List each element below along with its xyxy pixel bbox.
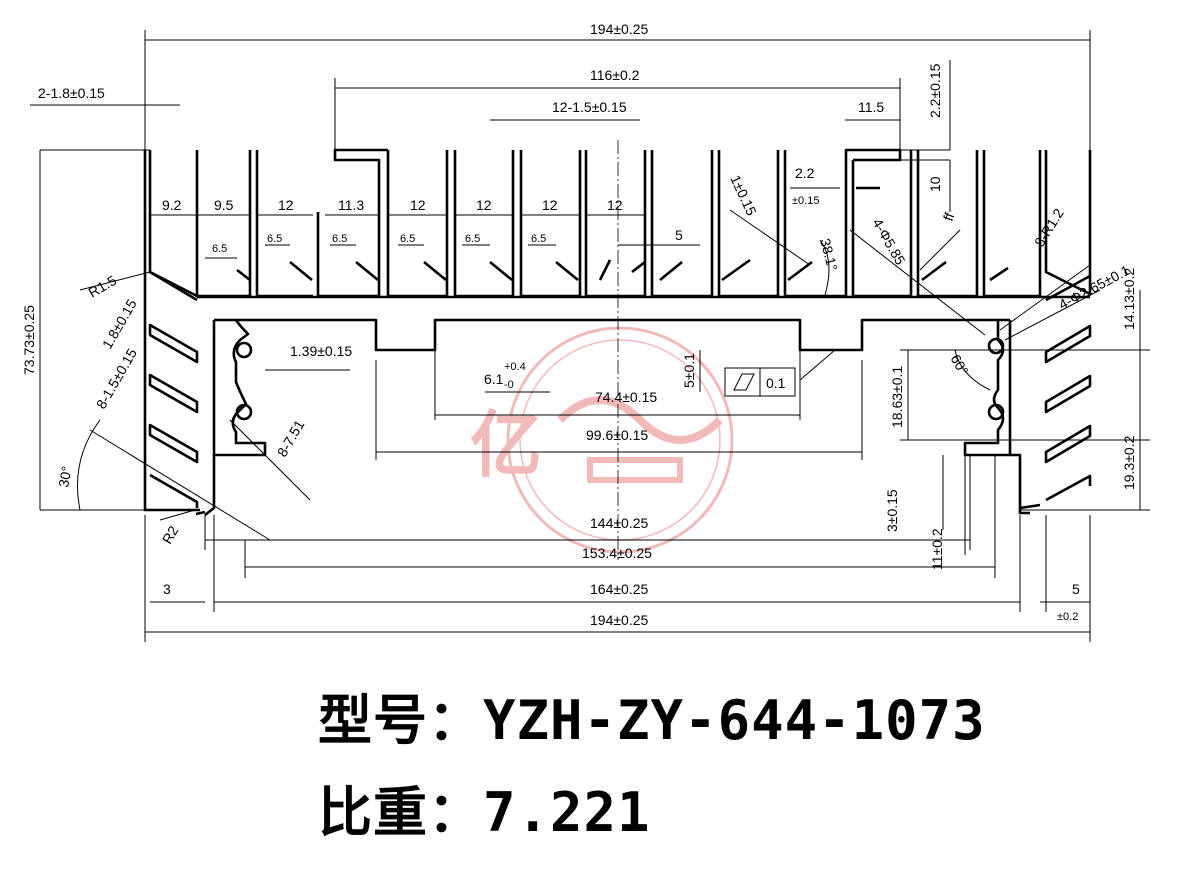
watermark-logo: 亿 bbox=[470, 326, 734, 554]
dim-9-5: 9.5 bbox=[214, 197, 234, 213]
flatness-symbol bbox=[724, 367, 796, 397]
dim-11-5: 11.5 bbox=[858, 99, 884, 115]
dim-5: 5 bbox=[675, 227, 683, 243]
dim-144: 144±0.25 bbox=[590, 515, 649, 531]
dim-153-4: 153.4±0.25 bbox=[582, 545, 652, 561]
dim-6-1: 6.1 bbox=[484, 371, 504, 387]
dim-6-5-a: 6.5 bbox=[212, 243, 227, 255]
dim-6-5-f: 6.5 bbox=[531, 233, 546, 245]
dim-1-8: 1.8±0.15 bbox=[99, 296, 140, 351]
dim-99-6: 99.6±0.15 bbox=[586, 427, 648, 443]
dim-12-a: 12 bbox=[278, 197, 294, 213]
specific-weight: 比重：7.221 bbox=[318, 781, 651, 844]
dim-116: 116±0.2 bbox=[590, 67, 640, 83]
watermark-text: 亿 bbox=[470, 406, 542, 486]
dim-73-73: 73.73±0.25 bbox=[21, 305, 37, 375]
dim-overall-bottom: 194±0.25 bbox=[590, 612, 649, 628]
dim-6-1-minus: -0 bbox=[504, 379, 514, 391]
dim-12-d: 12 bbox=[542, 197, 558, 213]
dim-9-2: 9.2 bbox=[162, 197, 182, 213]
dim-8-7-51: 8-7.51 bbox=[274, 417, 308, 460]
dim-overall-top: 194±0.25 bbox=[590, 21, 649, 37]
dim-6-1-plus: +0.4 bbox=[504, 361, 526, 373]
dim-38-1: 38.1° bbox=[817, 237, 841, 273]
dim-6-5-d: 6.5 bbox=[400, 233, 415, 245]
dim-r1-2: 8-R1.2 bbox=[1031, 205, 1067, 249]
dim-30: 30° bbox=[55, 465, 74, 489]
dim-2-2: 2.2 bbox=[795, 165, 815, 181]
dim-18-63: 18.63±0.1 bbox=[889, 366, 905, 428]
dim-1-39: 1.39±0.15 bbox=[290, 343, 352, 359]
flatness-tolerance: 0.1 bbox=[766, 375, 786, 391]
dim-12-e: 12 bbox=[607, 197, 623, 213]
dim-8-fins: 8-1.5±0.15 bbox=[93, 345, 140, 411]
dim-ff: ff bbox=[940, 210, 958, 223]
dim-19-3: 19.3±0.2 bbox=[1121, 435, 1137, 490]
dim-6-5-e: 6.5 bbox=[465, 233, 480, 245]
dim-6-5-c: 6.5 bbox=[332, 233, 347, 245]
dim-2-fins: 2-1.8±0.15 bbox=[38, 85, 105, 101]
dim-3: 3 bbox=[163, 581, 171, 597]
dim-74-4: 74.4±0.15 bbox=[595, 389, 657, 405]
dim-164: 164±0.25 bbox=[590, 581, 649, 597]
dim-6-5-b: 6.5 bbox=[267, 233, 282, 245]
dim-2-2-vert: 2.2±0.15 bbox=[927, 63, 943, 118]
dim-12-c: 12 bbox=[476, 197, 492, 213]
dim-3-0-15: 3±0.15 bbox=[884, 489, 900, 532]
model-number: 型号：YZH-ZY-644-1073 bbox=[318, 689, 986, 752]
dim-11-0-2: 11±0.2 bbox=[929, 528, 945, 570]
dim-r2: R2 bbox=[159, 523, 182, 547]
dim-5b-tol: ±0.2 bbox=[1057, 611, 1078, 623]
dim-2-2-tol: ±0.15 bbox=[792, 195, 819, 207]
dim-5-0-1: 5±0.1 bbox=[681, 353, 697, 388]
dimension-lines bbox=[30, 30, 1150, 642]
dim-11-3: 11.3 bbox=[338, 197, 364, 213]
dim-5b: 5 bbox=[1072, 581, 1080, 597]
dim-r1-5: R1.5 bbox=[86, 272, 120, 301]
dim-10: 10 bbox=[927, 176, 943, 192]
dim-14-13: 14.13±0.2 bbox=[1121, 268, 1137, 330]
dim-12-fins: 12-1.5±0.15 bbox=[552, 99, 627, 115]
dim-12-b: 12 bbox=[410, 197, 426, 213]
